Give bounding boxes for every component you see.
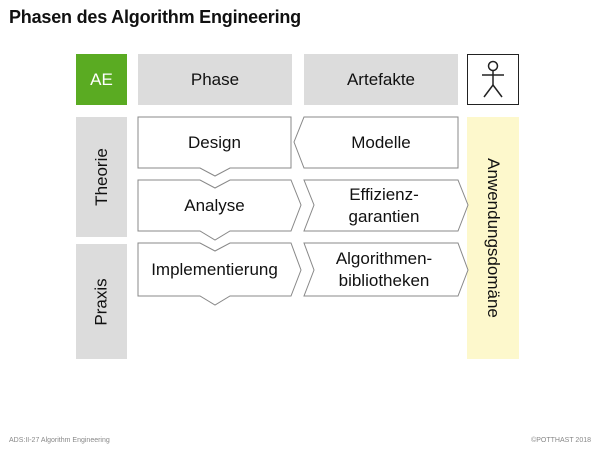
user-box xyxy=(467,54,519,105)
phase-shape-implementierung xyxy=(137,242,302,306)
phase-design: Design xyxy=(188,132,241,152)
artefact-algorithmenbibliotheken: Algorithmen- bibliotheken xyxy=(335,248,433,290)
artefact-shape-bibliotheken xyxy=(303,242,469,297)
row-label-theorie: Theorie xyxy=(76,117,127,237)
artefact-effizienzgarantien: Effizienz- garantien xyxy=(348,184,420,226)
phase-implementierung: Implementierung xyxy=(151,259,278,279)
phase-header: Phase xyxy=(138,54,292,105)
ae-label: AE xyxy=(90,69,113,89)
stick-figure-icon xyxy=(482,60,504,97)
artefakte-label: Artefakte xyxy=(346,69,416,89)
footer-right: ©POTTHAST 2018 xyxy=(531,437,591,444)
artefact-shape-effizienz xyxy=(303,179,469,232)
footer-left: ADS:II-27 Algorithm Engineering xyxy=(9,437,110,444)
phase-shape-analyse xyxy=(137,179,302,241)
phase-shape-design xyxy=(137,116,292,177)
artefact-shape-modelle xyxy=(293,116,459,169)
ae-header: AE xyxy=(76,54,127,105)
phase-analyse: Analyse xyxy=(184,195,245,215)
slide-title: Phasen des Algorithm Engineering xyxy=(9,7,301,27)
domain-box: Anwendungsdomäne xyxy=(467,117,519,359)
artefakte-header: Artefakte xyxy=(304,54,458,105)
phase-label: Phase xyxy=(190,69,240,89)
row-label-praxis: Praxis xyxy=(76,244,127,359)
artefact-modelle: Modelle xyxy=(351,132,411,152)
